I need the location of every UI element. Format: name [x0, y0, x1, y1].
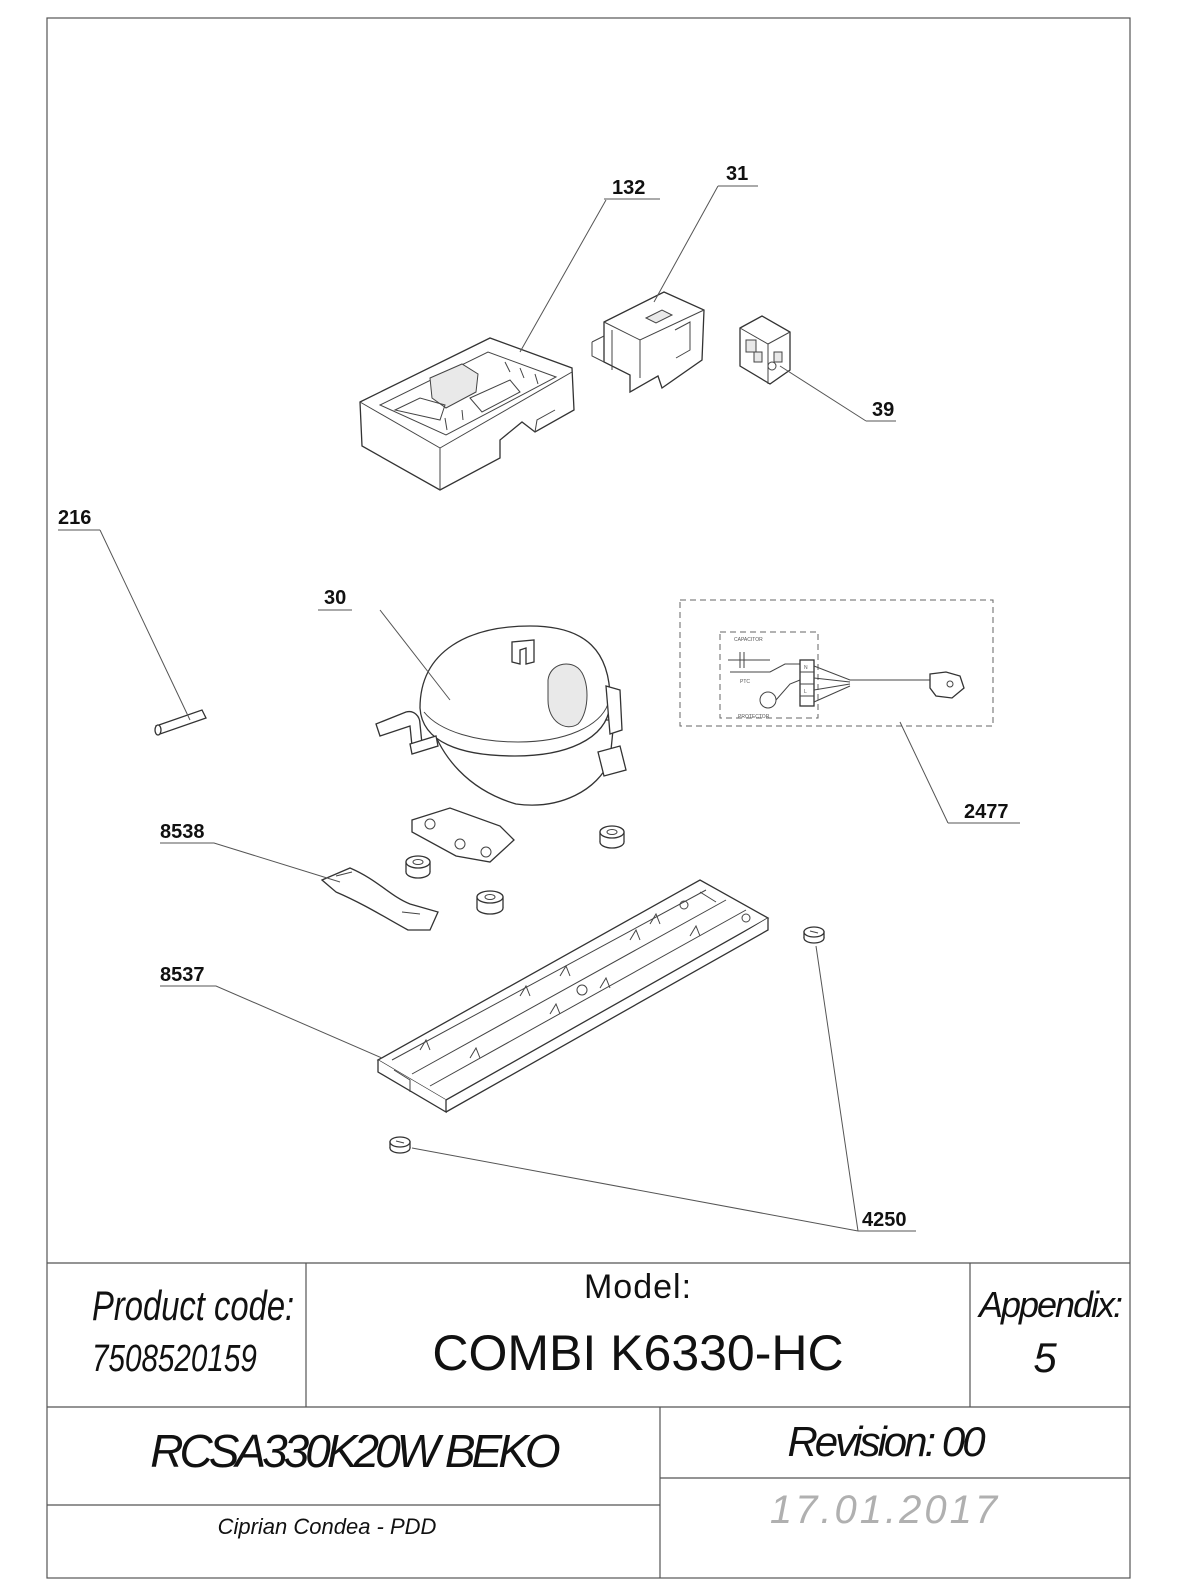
- part-8537-base-rails: [376, 879, 770, 1114]
- part-8538-strap: [320, 867, 439, 931]
- part-132-cover: [359, 337, 575, 491]
- svg-text:N: N: [804, 665, 808, 671]
- part-4250-feet: [389, 926, 825, 1154]
- callout-132: 132: [612, 177, 645, 199]
- drawing-frame: [46, 17, 1131, 1579]
- callout-4250: 4250: [862, 1209, 907, 1231]
- part-216-tube: [154, 709, 207, 736]
- callout-8538: 8538: [160, 821, 205, 843]
- callout-30: 30: [324, 587, 346, 609]
- grommets: [405, 825, 625, 915]
- svg-text:PROTECTOR: PROTECTOR: [738, 714, 770, 720]
- svg-text:L: L: [804, 689, 807, 695]
- part-39-start-relay: [739, 315, 791, 385]
- svg-text:PTC: PTC: [740, 679, 750, 685]
- date: 17.01.2017: [769, 1488, 1001, 1532]
- model-label: Model:: [583, 1268, 693, 1306]
- callout-31: 31: [726, 163, 748, 185]
- product-code-label: Product code:: [92, 1282, 295, 1329]
- callout-8537: 8537: [160, 964, 205, 986]
- callout-39: 39: [872, 399, 894, 421]
- part-2477-wiring: CAPACITOR PTC PROTECTOR N L: [679, 599, 994, 727]
- part-31-relay-cover: [591, 291, 705, 394]
- author: Ciprian Condea - PDD: [217, 1514, 437, 1539]
- revision: Revision: 00: [787, 1418, 985, 1465]
- title-block-grid: [47, 1262, 1130, 1578]
- part-30-compressor: [375, 625, 627, 863]
- svg-text:CAPACITOR: CAPACITOR: [734, 637, 763, 643]
- appendix-label: Appendix:: [978, 1284, 1123, 1325]
- callout-216: 216: [58, 507, 91, 529]
- appendix-value: 5: [1033, 1334, 1057, 1381]
- callout-labels: 132 31 39 216 30 2477 8538 8537 4250: [58, 163, 1009, 1231]
- product-code-value: 7508520159: [92, 1338, 257, 1380]
- leader-lines: [58, 185, 1020, 1232]
- callout-2477: 2477: [964, 801, 1009, 823]
- product-name: RCSA330K20W BEKO: [150, 1425, 560, 1477]
- model-value: COMBI K6330-HC: [432, 1325, 844, 1381]
